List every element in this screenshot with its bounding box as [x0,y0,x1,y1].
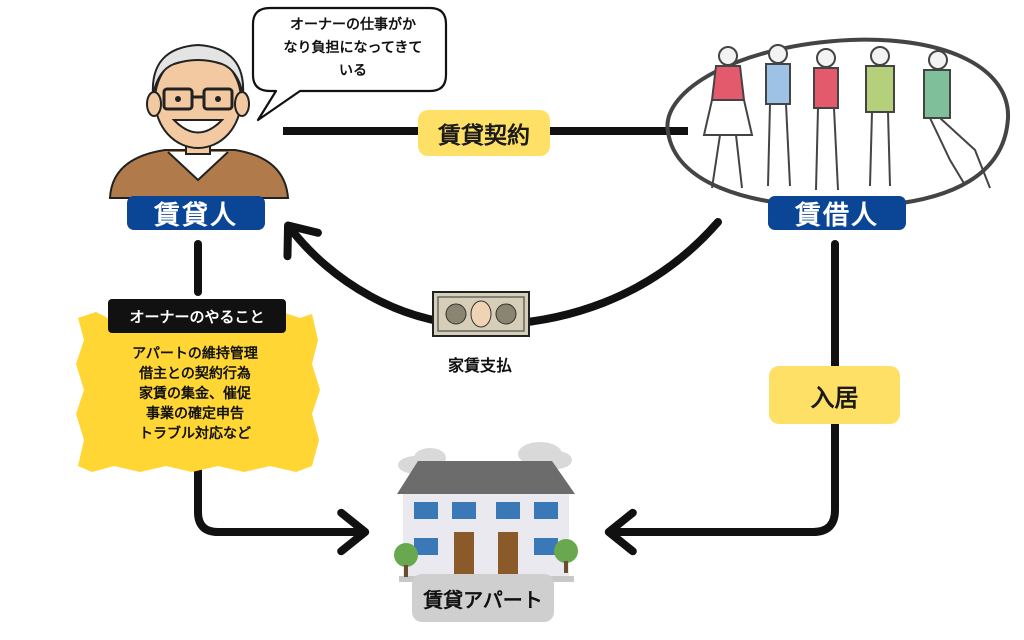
contract-label: 賃貸契約 [418,110,550,156]
tenant-label: 賃借人 [768,196,906,231]
speech-bubble [251,6,448,122]
speech-line-3: いる [339,63,367,79]
apartment-label: 賃貸アパート [412,574,554,622]
duty-item: アパートの維持管理 [132,346,258,362]
duties-title: オーナーのやること [108,299,286,333]
duty-item: トラブル対応など [139,426,251,442]
landlord-illustration [108,43,290,199]
move-in-arrow [604,240,839,556]
duty-item: 借主との契約行為 [139,366,251,382]
duty-item: 事業の確定申告 [146,406,244,422]
speech-line-2: なり負担になってきて [283,40,423,56]
speech-line-1: オーナーの仕事がか [290,17,416,33]
duty-item: 家賃の集金、催促 [139,386,251,402]
apartment-building-illustration [394,442,578,582]
duties-list: アパートの維持管理 借主との契約行為 家賃の集金、催促 事業の確定申告 トラブル… [85,344,305,444]
payment-caption: 家賃支払 [447,356,512,375]
landlord-label: 賃貸人 [127,196,265,231]
owner-to-apartment-arrow [194,240,362,532]
banknote-icon [432,291,530,337]
speech-bubble-text: オーナーの仕事がか なり負担になってきて いる [258,14,448,83]
move-in-label: 入居 [769,366,900,424]
tenant-group-illustration [665,37,1011,210]
duties-note-background [76,311,320,472]
